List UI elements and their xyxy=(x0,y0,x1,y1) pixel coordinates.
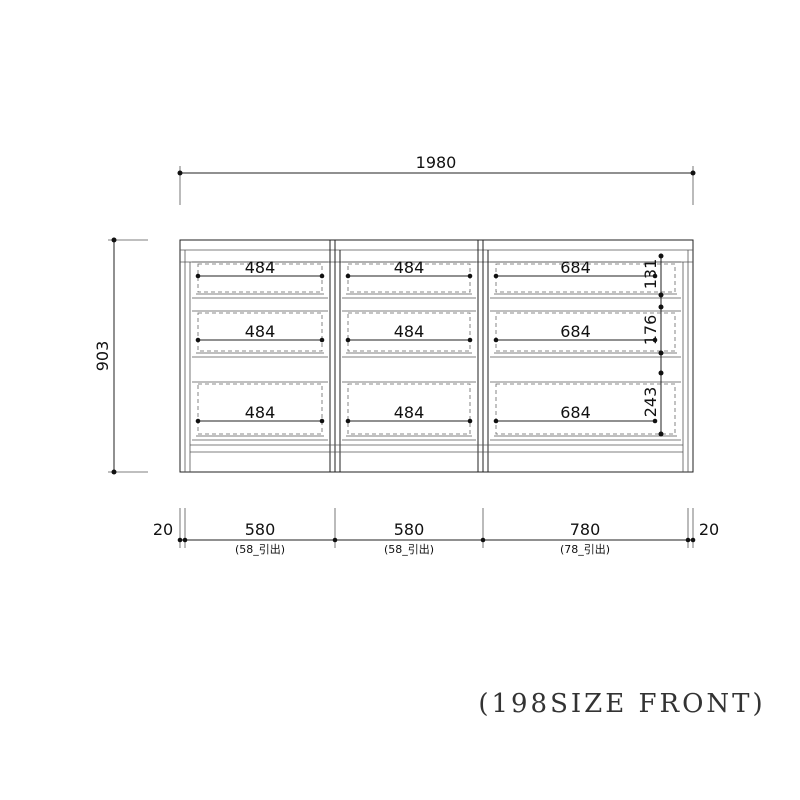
drawer: 484 xyxy=(342,381,476,441)
drawer-height-label-bottom: 243 xyxy=(641,387,660,418)
drawer-grid: 484 484 684 484 484 684 484 484 684 xyxy=(192,258,681,441)
drawer-width-label: 484 xyxy=(245,403,276,422)
section-width-label-3: 780 xyxy=(570,520,601,539)
overall-height-dimension: 903 xyxy=(93,237,148,475)
overall-height-label: 903 xyxy=(93,341,112,372)
overall-width-label: 1980 xyxy=(416,153,457,172)
drawer-width-label: 684 xyxy=(560,322,591,341)
drawer: 484 xyxy=(192,258,328,299)
section-note-3: (78_引出) xyxy=(560,542,610,556)
drawer-width-label: 484 xyxy=(394,403,425,422)
drawing-caption: (198SIZE FRONT) xyxy=(478,689,765,719)
drawer: 484 xyxy=(342,310,476,358)
drawer-height-label-middle: 176 xyxy=(641,315,660,346)
drawer-height-label-top: 131 xyxy=(641,259,660,290)
drawer: 484 xyxy=(342,258,476,299)
drawer-width-label: 484 xyxy=(245,258,276,277)
cabinet-body xyxy=(179,239,694,473)
drawer-width-label: 484 xyxy=(394,322,425,341)
drawer-width-label: 684 xyxy=(560,258,591,277)
drawer: 684 xyxy=(490,258,681,299)
section-width-dimensions: 20 20 580 (58_引出) 580 (58_引出) 780 (78_引出… xyxy=(153,508,719,556)
drawer-width-label: 484 xyxy=(245,322,276,341)
section-note-1: (58_引出) xyxy=(235,542,285,556)
section-width-label-2: 580 xyxy=(394,520,425,539)
side-right-label: 20 xyxy=(699,520,719,539)
overall-width-dimension: 1980 xyxy=(177,153,696,205)
drawer: 684 xyxy=(490,381,681,441)
drawer-width-label: 684 xyxy=(560,403,591,422)
drawer: 684 xyxy=(490,310,681,358)
section-width-label-1: 580 xyxy=(245,520,276,539)
drawer: 484 xyxy=(192,381,328,441)
section-note-2: (58_引出) xyxy=(384,542,434,556)
side-left-label: 20 xyxy=(153,520,173,539)
drawer-height-dimensions: 131 176 243 xyxy=(641,253,664,437)
drawer: 484 xyxy=(192,310,328,358)
drawer-width-label: 484 xyxy=(394,258,425,277)
